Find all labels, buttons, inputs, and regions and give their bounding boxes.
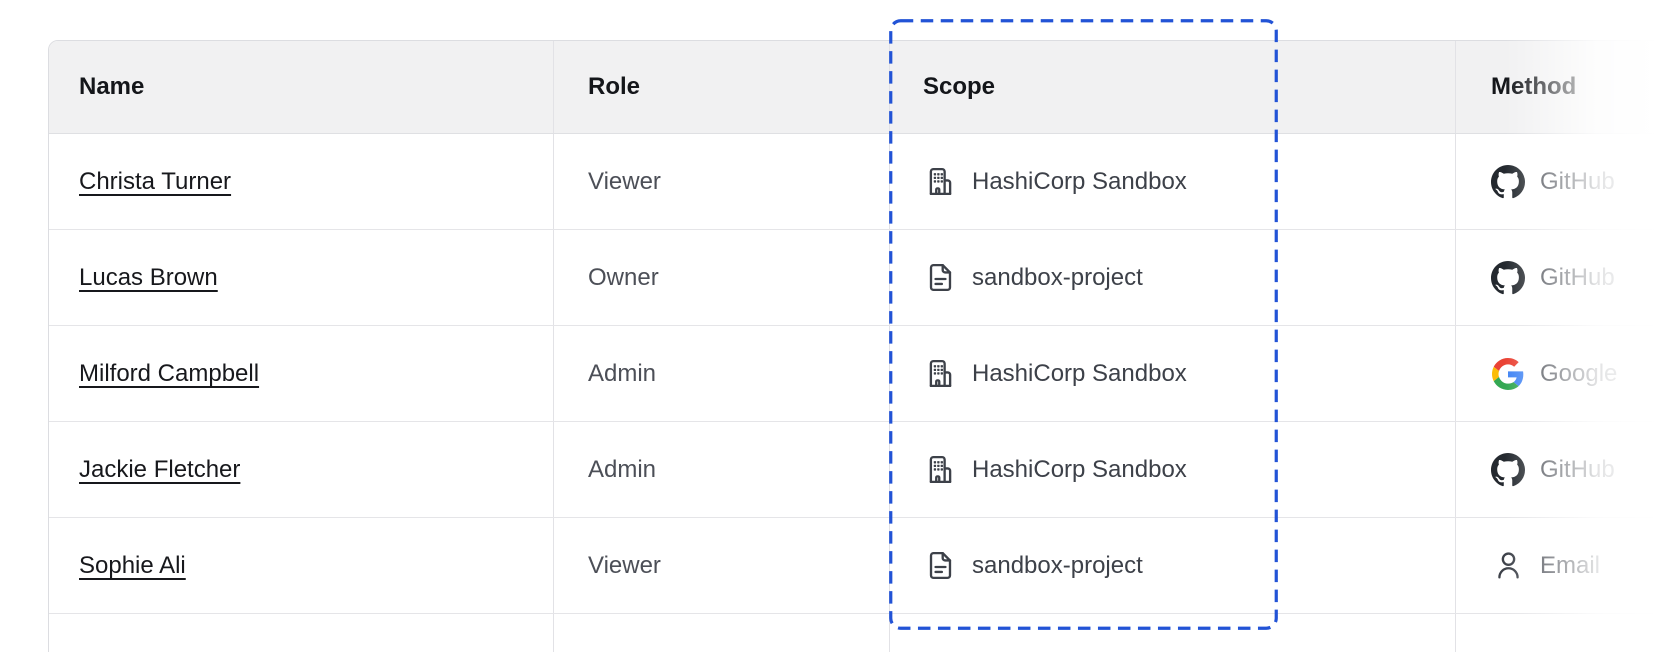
name-cell: Sophie Ali	[49, 518, 554, 613]
role-label: Admin	[588, 455, 657, 483]
member-name-link[interactable]: Jackie Fletcher	[79, 455, 241, 483]
scope-label: sandbox-project	[972, 263, 1143, 291]
scope-label: sandbox-project	[972, 551, 1143, 579]
scope-cell: HashiCorp Sandbox	[890, 422, 1456, 517]
scope-cell	[890, 614, 1456, 652]
role-label: Admin	[588, 359, 657, 387]
table-row: Lucas Brown Owner sandbox-project GitHub	[49, 230, 1672, 326]
member-name-link[interactable]: Lucas Brown	[79, 263, 218, 291]
google-icon	[1491, 357, 1525, 391]
column-header-scope: Scope	[890, 41, 1456, 133]
table-row: Milford Campbell Admin HashiCorp Sandbox…	[49, 326, 1672, 422]
table-header-row: Name Role Scope Method	[49, 41, 1672, 134]
scope-label: HashiCorp Sandbox	[972, 455, 1187, 483]
method-cell: GitHub	[1456, 134, 1672, 229]
scope-label: HashiCorp Sandbox	[972, 359, 1187, 387]
method-cell: Email	[1456, 518, 1672, 613]
member-name-link[interactable]: Milford Campbell	[79, 359, 260, 387]
column-header-name: Name	[49, 41, 554, 133]
name-cell: Jackie Fletcher	[49, 422, 554, 517]
role-cell: Viewer	[554, 134, 890, 229]
table-row: Jackie Fletcher Admin HashiCorp Sandbox …	[49, 422, 1672, 518]
role-label: Viewer	[588, 551, 661, 579]
user-icon	[1491, 549, 1525, 583]
scope-cell: HashiCorp Sandbox	[890, 326, 1456, 421]
method-cell: Google	[1456, 326, 1672, 421]
scope-cell: HashiCorp Sandbox	[890, 134, 1456, 229]
file-text-icon	[923, 549, 957, 583]
member-name-link[interactable]: Christa Turner	[79, 167, 232, 195]
scope-cell: sandbox-project	[890, 518, 1456, 613]
method-label: GitHub	[1540, 455, 1615, 483]
org-building-icon	[923, 453, 957, 487]
github-icon	[1491, 260, 1525, 295]
role-label: Viewer	[588, 167, 661, 195]
name-cell: Lucas Brown	[49, 230, 554, 325]
method-cell: GitHub	[1456, 230, 1672, 325]
table-body: Christa Turner Viewer HashiCorp Sandbox …	[49, 134, 1672, 614]
name-cell: Milford Campbell	[49, 326, 554, 421]
method-cell: GitHub	[1456, 422, 1672, 517]
column-header-role: Role	[554, 41, 890, 133]
members-table: Name Role Scope Method Christa Turner Vi…	[48, 40, 1672, 652]
scope-label: HashiCorp Sandbox	[972, 167, 1187, 195]
role-label: Owner	[588, 263, 659, 291]
table-row: Christa Turner Viewer HashiCorp Sandbox …	[49, 134, 1672, 230]
name-cell	[49, 614, 554, 652]
org-building-icon	[923, 357, 957, 391]
file-text-icon	[923, 261, 957, 295]
github-icon	[1491, 452, 1525, 487]
role-cell	[554, 614, 890, 652]
method-cell	[1456, 614, 1672, 652]
role-cell: Admin	[554, 326, 890, 421]
role-cell: Viewer	[554, 518, 890, 613]
role-cell: Admin	[554, 422, 890, 517]
name-cell: Christa Turner	[49, 134, 554, 229]
method-label: GitHub	[1540, 167, 1615, 195]
method-label: Google	[1540, 359, 1618, 387]
table-row-partial	[49, 614, 1672, 652]
github-icon	[1491, 164, 1525, 199]
scope-cell: sandbox-project	[890, 230, 1456, 325]
role-cell: Owner	[554, 230, 890, 325]
table-row: Sophie Ali Viewer sandbox-project Email	[49, 518, 1672, 614]
member-name-link[interactable]: Sophie Ali	[79, 551, 186, 579]
column-header-method: Method	[1491, 73, 1577, 100]
org-building-icon	[923, 165, 957, 199]
method-label: GitHub	[1540, 263, 1615, 291]
method-label: Email	[1540, 551, 1601, 579]
